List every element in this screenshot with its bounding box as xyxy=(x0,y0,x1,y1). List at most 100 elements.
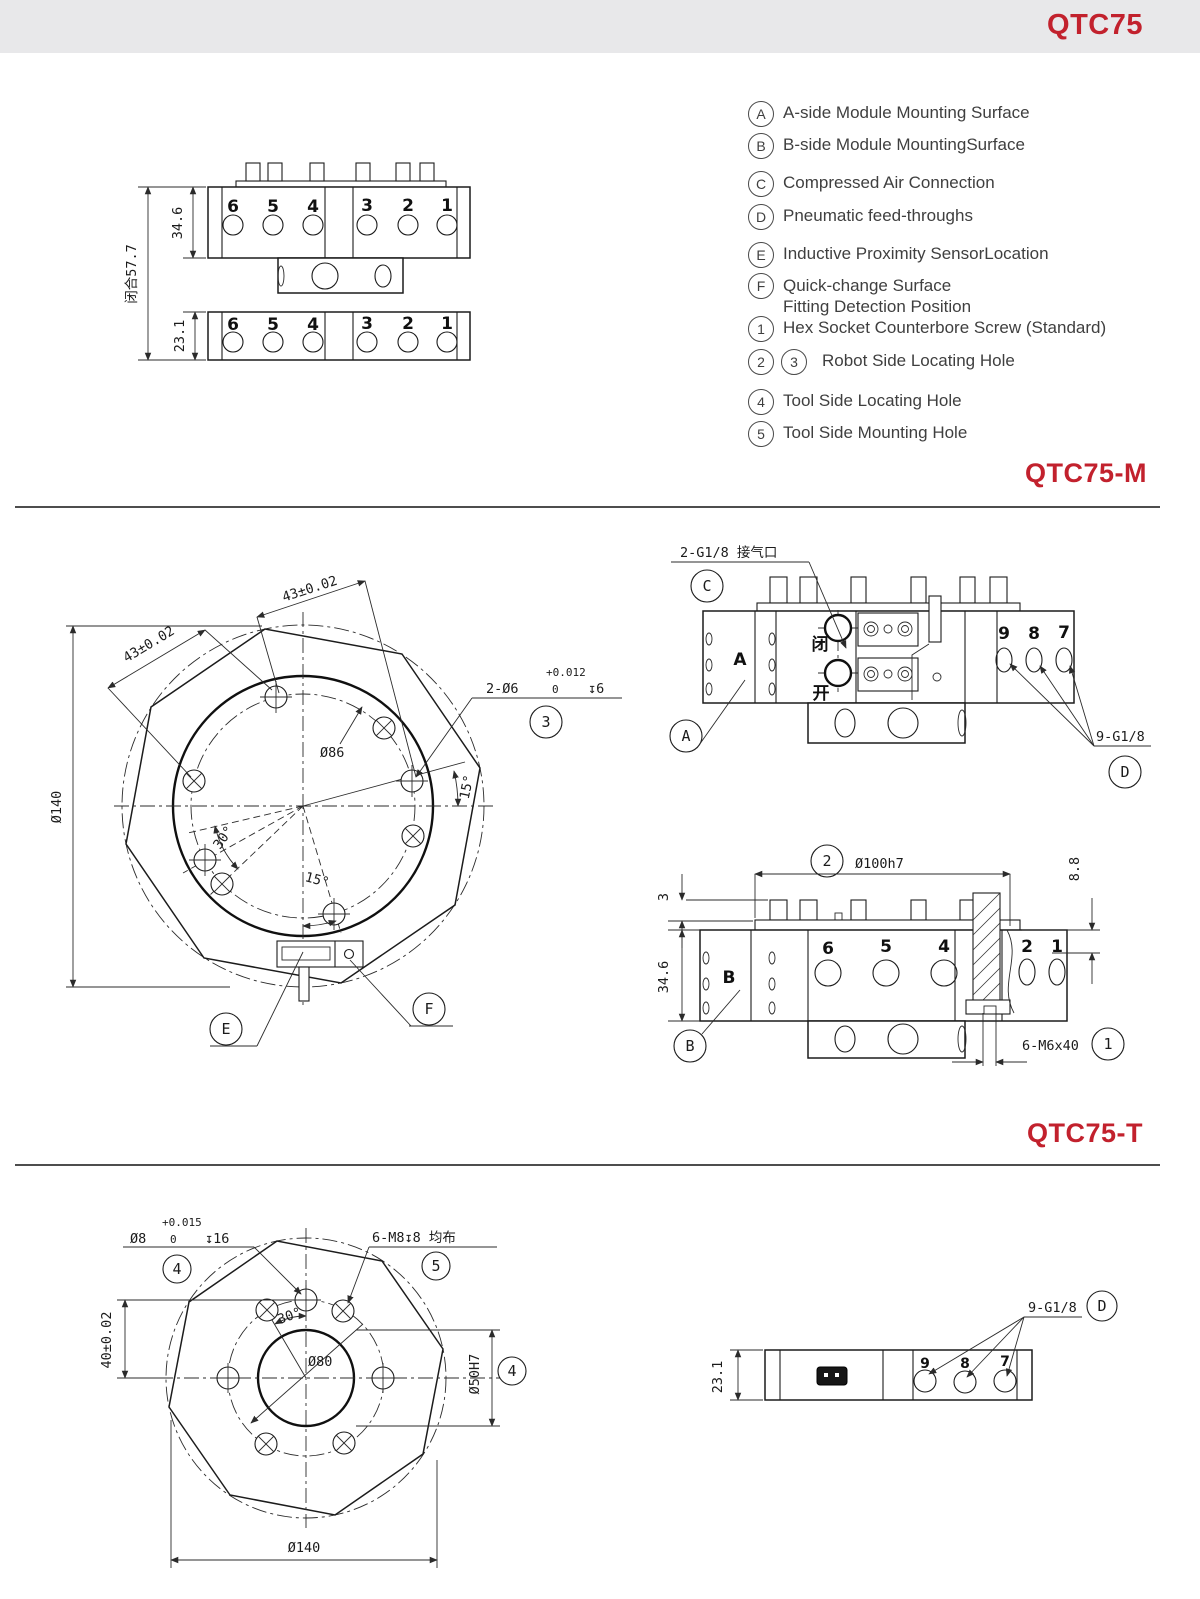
port-number: 1 xyxy=(441,314,453,334)
callout-3: 3 xyxy=(541,713,550,731)
tolerance-upper: +0.015 xyxy=(162,1216,202,1229)
badge-e: E xyxy=(748,242,774,268)
port-number: 2 xyxy=(1021,937,1033,957)
dim-outer-diameter: Ø140 xyxy=(49,791,65,824)
callout-f: F xyxy=(424,1000,433,1018)
page-banner: QTC75 xyxy=(0,0,1200,53)
badge-a: A xyxy=(748,101,774,127)
legend-label: Robot Side Locating Hole xyxy=(822,351,1015,370)
dim-40: 40±0.02 xyxy=(99,1312,115,1369)
depth-note: ↧16 xyxy=(205,1231,229,1247)
drawing-t-flange: Ø8 +0.015 0 ↧16 4 6-M8↧8 均布 5 30° 40±0.0… xyxy=(99,1216,527,1568)
t-flange-annotations: Ø8 +0.015 0 ↧16 4 6-M8↧8 均布 5 30° 40±0.0… xyxy=(99,1216,527,1568)
badge-c: C xyxy=(748,171,774,197)
m-section-labels: B 6 5 4 2 1 xyxy=(723,937,1063,988)
callout-b: B xyxy=(685,1037,694,1055)
callout-5: 5 xyxy=(431,1257,440,1275)
m-top-geometry xyxy=(702,576,1075,744)
m-top-annotations: 2-G1/8 接气口 C A 9-G1/8 D xyxy=(669,544,1151,789)
dim-thickness: 23.1 xyxy=(710,1361,726,1394)
badge-1: 1 xyxy=(748,316,774,342)
dim-34-6: 34.6 xyxy=(656,961,672,994)
front-view-geometry xyxy=(207,162,471,361)
port-number: 1 xyxy=(441,196,453,216)
surface-label-b: B xyxy=(723,968,736,988)
callout-e: E xyxy=(221,1020,230,1038)
callout-d: D xyxy=(1120,763,1129,781)
t-flange-holes xyxy=(213,1285,398,1456)
port-number: 2 xyxy=(402,196,414,216)
callout-d: D xyxy=(1097,1297,1106,1315)
port-number: 2 xyxy=(402,314,414,334)
dim-outer-diameter: Ø140 xyxy=(288,1540,321,1556)
surface-label-a: A xyxy=(733,650,747,670)
port-number: 4 xyxy=(307,315,319,335)
drawing-front-view: 6 5 4 3 2 1 6 5 4 3 2 1 闭合57.7 34.6 23.1 xyxy=(124,162,471,361)
section-divider-t xyxy=(15,1164,1160,1166)
depth-note: ↧6 xyxy=(588,681,604,697)
dim-43-top: 43±0.02 xyxy=(280,573,339,606)
legend-item-e: E Inductive Proximity SensorLocation xyxy=(748,242,1049,268)
legend-label: B-side Module MountingSurface xyxy=(783,135,1025,154)
badge-d: D xyxy=(748,204,774,230)
section-divider-m xyxy=(15,506,1160,508)
port-number: 3 xyxy=(361,196,373,216)
legend-label: Hex Socket Counterbore Screw (Standard) xyxy=(783,318,1107,337)
section-title-qtc75-t: QTC75-T xyxy=(1026,1118,1143,1148)
badge-3: 3 xyxy=(781,349,807,375)
badge-f: F xyxy=(748,273,774,299)
badge-4: 4 xyxy=(748,389,774,415)
drawing-m-section-view: B 6 5 4 2 1 2 Ø100h7 8.8 3 34.6 B 6-M6x4… xyxy=(656,844,1125,1066)
tolerance-lower: 0 xyxy=(552,683,559,696)
badge-b: B xyxy=(748,133,774,159)
dim-bore: Ø50H7 xyxy=(467,1354,483,1395)
drawing-m-top-view: A 闭 开 9 8 7 2-G1/8 接气口 C A 9-G1/8 D xyxy=(669,544,1151,789)
legend-item-b: B B-side Module MountingSurface xyxy=(748,133,1025,159)
angle-15-bottom: 15° xyxy=(303,869,331,891)
t-side-labels: 9 8 7 xyxy=(920,1354,1010,1372)
port-number: 8 xyxy=(960,1356,970,1372)
m-flange-sensor-bracket xyxy=(276,940,364,1002)
callout-a: A xyxy=(681,727,690,745)
legend-label-line2: Fitting Detection Position xyxy=(783,297,972,316)
legend-label: Pneumatic feed-throughs xyxy=(783,206,973,225)
front-view-dimensions: 闭合57.7 34.6 23.1 xyxy=(124,186,206,361)
callout-c: C xyxy=(702,577,711,595)
m-section-annotations: 2 Ø100h7 8.8 3 34.6 B 6-M6x40 1 xyxy=(656,844,1125,1066)
dim-3: 3 xyxy=(656,893,672,901)
port-number: 5 xyxy=(267,197,279,217)
legend-label: Inductive Proximity SensorLocation xyxy=(783,244,1049,263)
port-number: 4 xyxy=(307,197,319,217)
legend-item-a: A A-side Module Mounting Surface xyxy=(748,101,1030,127)
note-locating-holes: 2-Ø6 xyxy=(486,681,519,697)
legend-item-d: D Pneumatic feed-throughs xyxy=(748,204,973,230)
legend-label: A-side Module Mounting Surface xyxy=(783,103,1030,122)
t-side-annotations: 23.1 9-G1/8 D xyxy=(710,1290,1118,1401)
note-feedthrough-ports: 9-G1/8 xyxy=(1096,729,1145,745)
port-number: 5 xyxy=(880,937,892,957)
legend-item-1: 1 Hex Socket Counterbore Screw (Standard) xyxy=(748,316,1106,342)
dim-bolt-circle: Ø86 xyxy=(320,745,344,761)
legend-label: Compressed Air Connection xyxy=(783,173,995,192)
port-number: 5 xyxy=(267,315,279,335)
badge-2: 2 xyxy=(748,349,774,375)
note-air-ports: 2-G1/8 接气口 xyxy=(680,544,777,561)
port-number: 9 xyxy=(998,624,1010,644)
m-flange-callouts: E F xyxy=(209,951,453,1047)
drawing-m-flange: Ø140 43±0.02 43±0.02 Ø86 15° 30° 15° 2-Ø… xyxy=(49,573,622,1047)
angle-30: 30° xyxy=(275,1305,303,1328)
legend-item-c: C Compressed Air Connection xyxy=(748,171,995,197)
note-mounting-screws: 6-M6x40 xyxy=(1022,1038,1079,1054)
m-flange-holes xyxy=(182,681,428,930)
dim-bolt-circle: Ø80 xyxy=(308,1354,332,1370)
port-number: 3 xyxy=(361,314,373,334)
dim-upper-height: 34.6 xyxy=(170,207,186,240)
legend-item-f: F Quick-change Surface Fitting Detection… xyxy=(748,273,971,315)
dim-43-left: 43±0.02 xyxy=(120,623,177,666)
port-number: 6 xyxy=(227,197,239,217)
label-open: 开 xyxy=(813,684,830,704)
t-side-geometry xyxy=(764,1349,1033,1401)
angle-30: 30° xyxy=(210,823,237,852)
legend-label: Tool Side Mounting Hole xyxy=(783,423,968,442)
